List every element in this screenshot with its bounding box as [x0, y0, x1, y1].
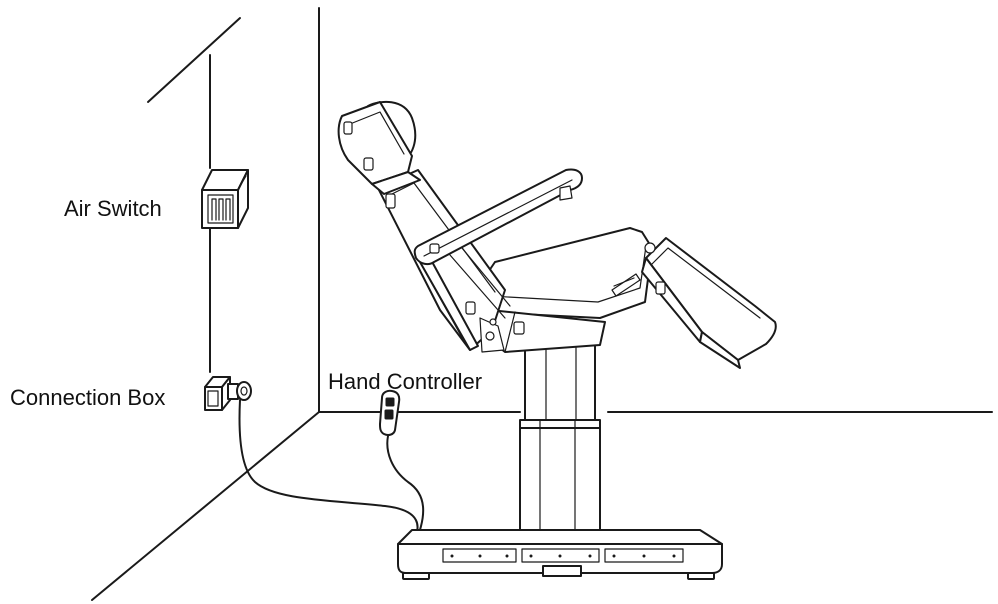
- treatment-chair-illustration: [337, 100, 777, 580]
- chair-headrest: [337, 100, 421, 195]
- ceiling-line: [147, 17, 241, 103]
- air-switch-icon: [201, 169, 249, 229]
- chair-backrest: [377, 169, 506, 353]
- chair-legrest: [641, 237, 777, 369]
- lift-columns: [519, 339, 601, 531]
- chair-armrest: [413, 168, 583, 319]
- air-switch-label: Air Switch: [64, 196, 162, 221]
- hand-controller-label: Hand Controller: [328, 369, 482, 394]
- room-lines: [91, 7, 993, 601]
- connection-box-label: Connection Box: [10, 385, 165, 410]
- connection-box-icon: [204, 376, 252, 411]
- power-cable: [238, 399, 419, 547]
- floor-diagonal-line: [91, 411, 320, 601]
- chair-base: [397, 529, 723, 580]
- hand-controller-icon: [379, 389, 425, 547]
- chair-seat: [475, 227, 653, 353]
